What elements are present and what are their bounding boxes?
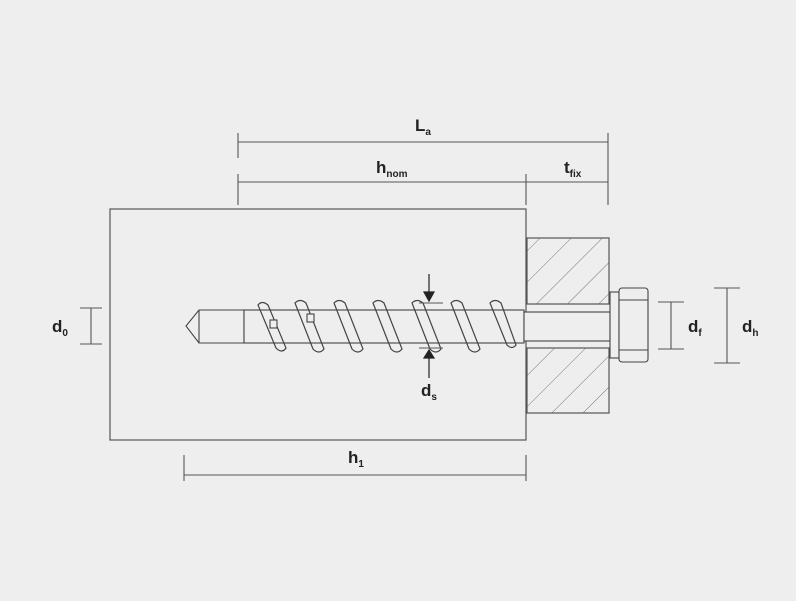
label-La: La [415, 116, 431, 138]
hex-head [609, 287, 649, 363]
fixture-plate [526, 237, 610, 414]
label-hnom: hnom [376, 158, 408, 180]
label-ds: ds [421, 381, 437, 403]
label-df: df [688, 317, 702, 339]
ds-arrows [422, 274, 436, 378]
label-h1: h1 [348, 448, 364, 470]
label-dh: dh [742, 317, 759, 339]
label-d0: d0 [52, 317, 68, 339]
label-tfix: tfix [564, 158, 582, 180]
screw-anchor [185, 299, 611, 353]
